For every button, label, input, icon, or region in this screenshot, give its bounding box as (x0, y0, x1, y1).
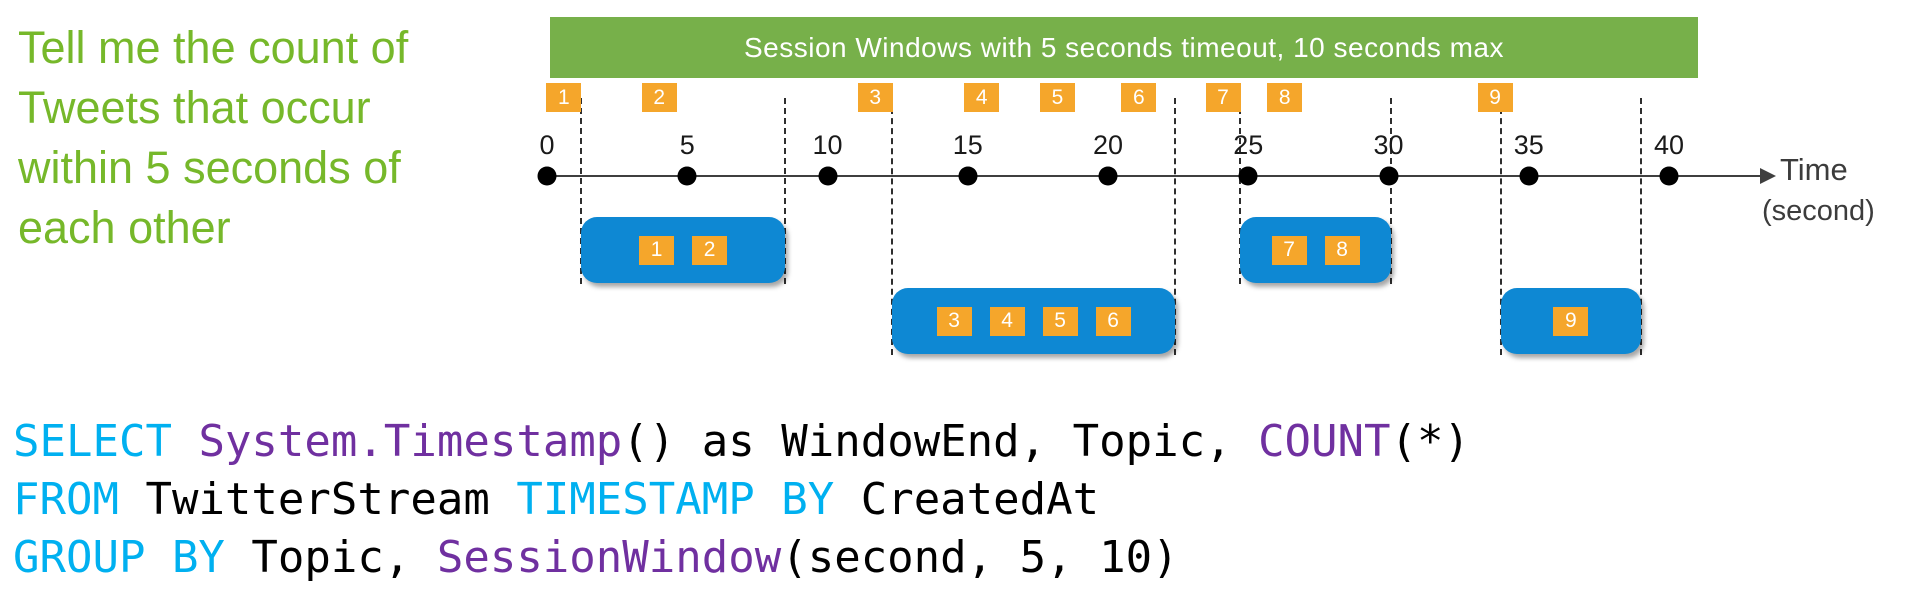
session-boundary-line (579, 98, 582, 284)
session-event-chip: 8 (1324, 235, 1360, 265)
code-token-kw: TIMESTAMP BY (516, 474, 835, 525)
tick-label: 5 (679, 130, 695, 160)
banner-title: Session Windows with 5 seconds timeout, … (743, 31, 1505, 63)
session-boundary-line (1499, 98, 1502, 355)
tick-label: 40 (1653, 130, 1685, 160)
tick-label: 25 (1233, 130, 1264, 160)
question-line: each other (18, 202, 231, 253)
tick-label: 35 (1513, 130, 1544, 160)
axis-arrow-icon (1760, 168, 1776, 184)
event-marker: 8 (1267, 83, 1303, 112)
session-event-chip: 3 (936, 306, 972, 336)
code-token-plain (172, 416, 199, 467)
code-token-plain: (second, 5, 10) (781, 532, 1179, 583)
session-boundary-line (1238, 98, 1241, 284)
code-token-fn: SessionWindow (436, 532, 782, 583)
event-marker: 9 (1477, 83, 1513, 112)
time-axis (547, 175, 1763, 177)
tick-label: 30 (1373, 130, 1404, 160)
session-event-chip: 5 (1042, 306, 1078, 336)
tick-label: 0 (539, 130, 555, 160)
event-marker: 1 (546, 83, 582, 112)
code-token-kw: GROUP BY (13, 532, 225, 583)
tick-label: 10 (812, 130, 843, 160)
code-line: SELECT System.Timestamp() as WindowEnd, … (13, 413, 1470, 471)
question-line: within 5 seconds of (18, 142, 401, 193)
session-event-chip: 2 (692, 235, 728, 265)
axis-label-unit: (second) (1762, 195, 1875, 227)
axis-dot (1238, 166, 1258, 186)
tick-label: 15 (952, 130, 983, 160)
code-token-fn: COUNT (1258, 416, 1391, 467)
code-token-plain: (*) (1390, 416, 1470, 467)
question-line: Tell me the count of (18, 22, 409, 73)
event-marker: 5 (1040, 83, 1075, 112)
event-marker: 6 (1121, 83, 1157, 112)
code-line: GROUP BY Topic, SessionWindow(second, 5,… (13, 529, 1470, 587)
session-boundary-line (1639, 98, 1642, 355)
query-code-block: SELECT System.Timestamp() as WindowEnd, … (13, 413, 1470, 587)
code-token-plain: TwitterStream (118, 474, 517, 525)
axis-dot (537, 166, 557, 186)
code-token-fn: System.Timestamp (198, 416, 623, 467)
event-marker: 2 (641, 83, 677, 112)
axis-dot (818, 166, 837, 186)
axis-dot (1519, 166, 1539, 186)
axis-dot (1379, 166, 1398, 186)
session-event-chip: 4 (989, 306, 1025, 336)
session-boundary-line (1174, 98, 1177, 355)
event-marker: 4 (964, 83, 1000, 112)
code-line: FROM TwitterStream TIMESTAMP BY CreatedA… (13, 471, 1470, 529)
session-event-chip: 7 (1271, 235, 1307, 265)
session-event-chip: 6 (1095, 306, 1131, 336)
session-boundary-line (1390, 98, 1393, 284)
question-line: Tweets that occur (18, 82, 371, 133)
code-token-plain: Topic, (224, 532, 437, 583)
banner: Session Windows with 5 seconds timeout, … (550, 17, 1698, 78)
session-boundary-line (891, 98, 893, 355)
axis-dot (1098, 166, 1118, 186)
axis-dot (677, 166, 697, 186)
event-marker: 7 (1205, 83, 1241, 112)
question-text: Tell me the count of Tweets that occur w… (18, 18, 408, 258)
code-token-plain: () as WindowEnd, Topic, (622, 416, 1259, 467)
code-token-plain: CreatedAt (834, 474, 1100, 525)
session-event-chip: 9 (1553, 306, 1589, 336)
session-window: 9 (1500, 288, 1641, 354)
axis-dot (1659, 166, 1679, 186)
axis-dot (958, 166, 978, 186)
code-token-kw: SELECT (13, 416, 172, 467)
session-event-chip: 1 (639, 235, 675, 265)
code-token-kw: FROM (13, 474, 119, 525)
tick-label: 20 (1092, 130, 1124, 160)
axis-label-time: Time (1780, 152, 1848, 187)
session-boundary-line (784, 98, 787, 284)
event-marker: 3 (857, 83, 893, 112)
